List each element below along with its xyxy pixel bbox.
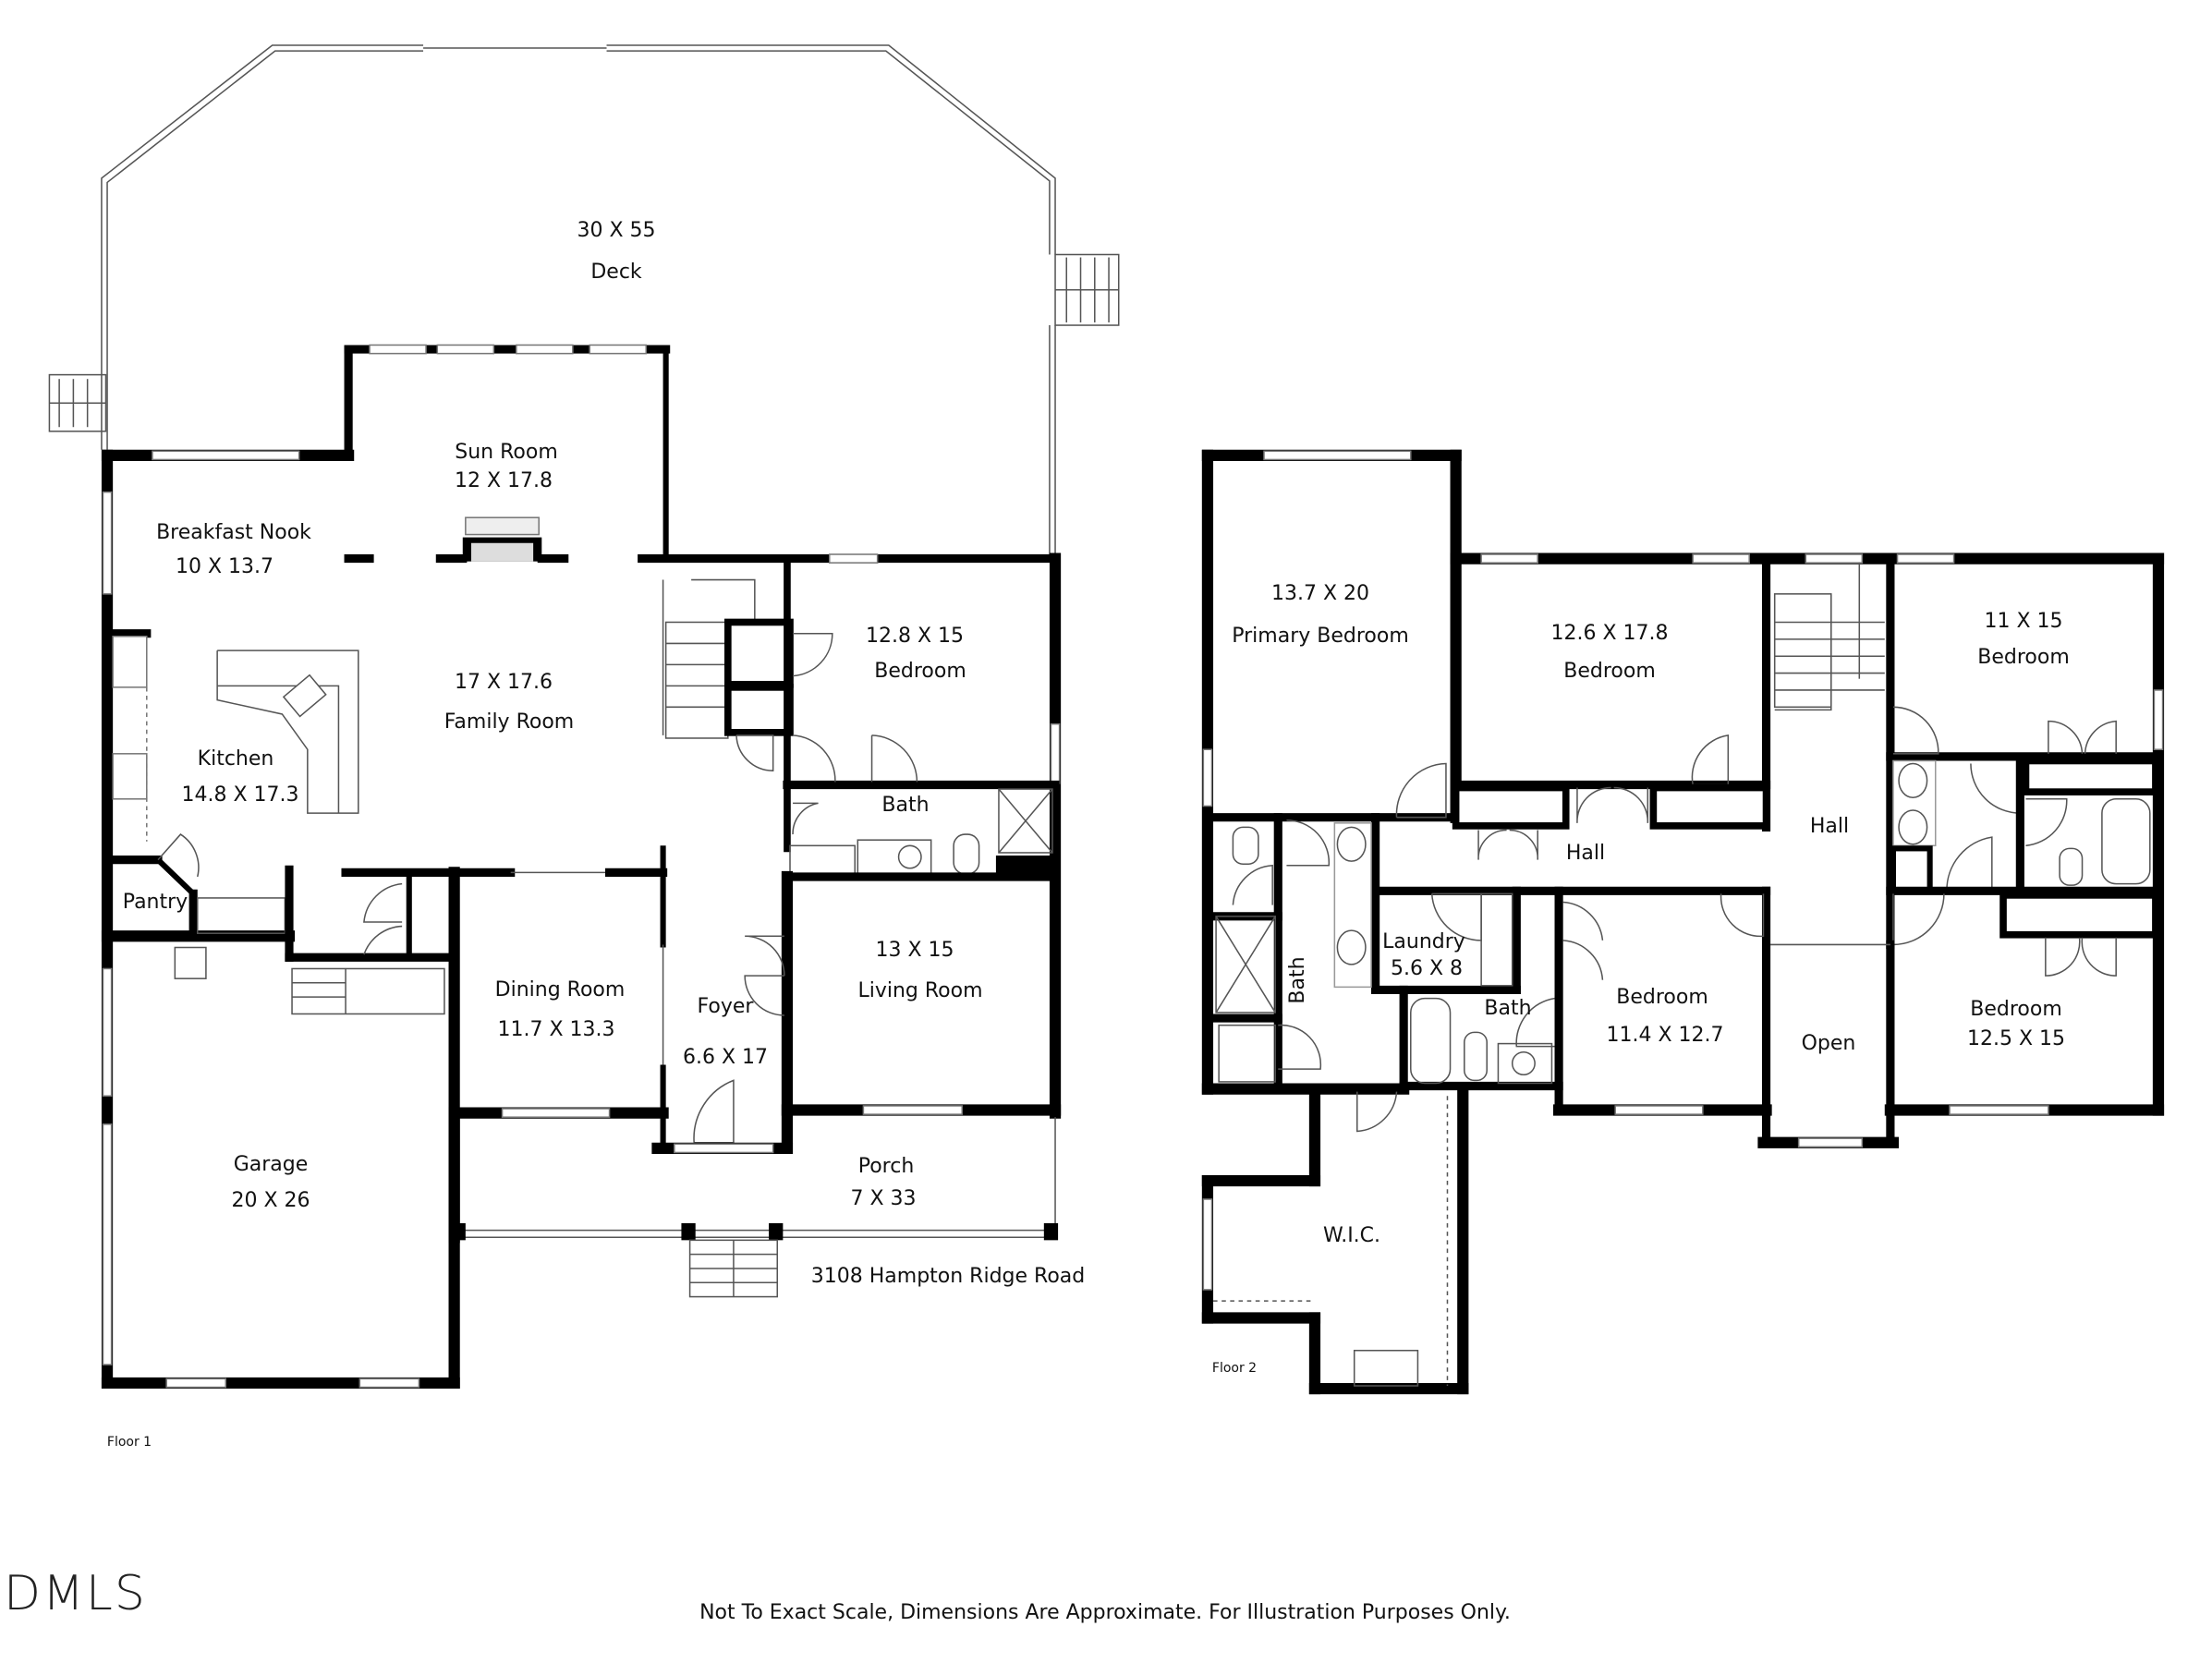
dining-room-name: Dining Room [494,978,626,1001]
sun-room-dims: 12 X 17.8 [454,469,553,492]
family-room-name: Family Room [444,710,575,734]
primary-bedroom-dims: 13.7 X 20 [1270,582,1370,605]
deck-name: Deck [590,261,642,284]
address-label: 3108 Hampton Ridge Road [810,1265,1086,1288]
bedroom-c-dims: 11.4 X 12.7 [1606,1024,1724,1047]
disclaimer-text: Not To Exact Scale, Dimensions Are Appro… [699,1601,1511,1624]
living-room-name: Living Room [857,979,983,1002]
dmls-logo: DMLS [4,1566,147,1621]
porch-name: Porch [857,1155,915,1178]
family-room-dims: 17 X 17.6 [454,671,553,694]
garage-dims: 20 X 26 [231,1189,310,1212]
floor2-label: Floor 2 [1211,1361,1258,1376]
bedroom-a-name: Bedroom [1563,660,1656,683]
primary-bedroom-name: Primary Bedroom [1232,625,1409,648]
kitchen-name: Kitchen [197,747,274,771]
laundry-name: Laundry [1382,930,1465,953]
dining-room-dims: 11.7 X 13.3 [497,1018,615,1041]
bedroom-b-dims: 11 X 15 [1984,610,2063,633]
bedroom-a-dims: 12.6 X 17.8 [1550,622,1669,645]
bedroom1-name: Bedroom [874,660,966,683]
floor1-deck-outline [48,44,1120,554]
foyer-dims: 6.6 X 17 [682,1046,769,1069]
foyer-name: Foyer [697,995,754,1018]
deck-dims: 30 X 55 [577,219,656,242]
garage-name: Garage [233,1153,309,1176]
breakfast-nook-name: Breakfast Nook [156,521,311,544]
porch-dims: 7 X 33 [850,1187,917,1210]
bedroom-d-name: Bedroom [1970,998,2062,1021]
floor1-walls [101,344,1062,1390]
bedroom-c-name: Bedroom [1616,986,1708,1009]
bedroom-b-name: Bedroom [1977,646,2070,669]
kitchen-dims: 14.8 X 17.3 [181,783,299,807]
wic-name: W.I.C. [1322,1224,1381,1247]
pantry-name: Pantry [122,891,188,914]
bedroom1-dims: 12.8 X 15 [865,625,965,648]
laundry-dims: 5.6 X 8 [1390,957,1464,980]
bath2-name: Bath [1484,997,1532,1020]
floor1-label: Floor 1 [106,1435,152,1450]
primary-bath-name: Bath [1286,956,1309,1004]
breakfast-nook-dims: 10 X 13.7 [175,555,274,578]
living-room-dims: 13 X 15 [875,939,954,962]
sun-room-name: Sun Room [455,441,558,464]
hall-lower-name: Hall [1565,842,1606,865]
bath1-name: Bath [881,794,930,817]
floor2-walls [1201,449,2165,1395]
bedroom-d-dims: 12.5 X 15 [1966,1027,2066,1050]
open-area-name: Open [1801,1032,1856,1055]
hall-upper-name: Hall [1809,815,1850,838]
